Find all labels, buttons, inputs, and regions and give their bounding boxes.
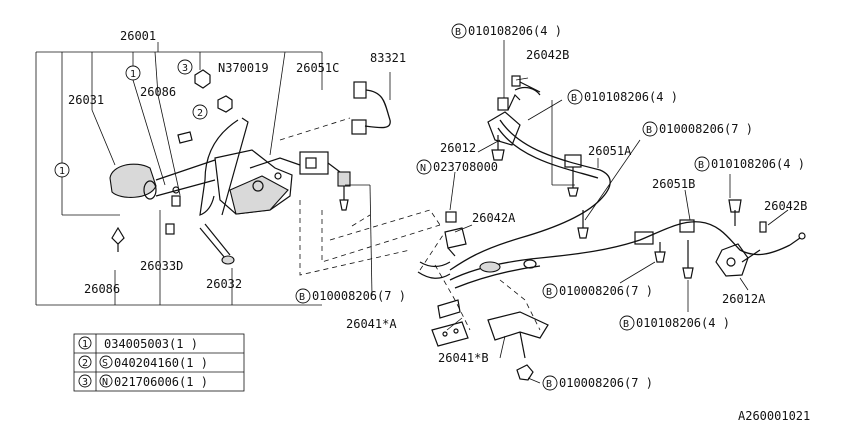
label-26086-top: 26086	[140, 85, 176, 99]
label-26042a: 26042A	[472, 211, 516, 225]
svg-text:N: N	[420, 163, 426, 174]
lever-ratchet-body	[199, 117, 301, 216]
svg-text:010108206(4 ): 010108206(4 )	[711, 157, 805, 171]
svg-text:B: B	[299, 292, 305, 303]
bracket-26041a	[431, 299, 469, 347]
svg-text:B: B	[623, 319, 629, 330]
callout-1-left: 1	[54, 162, 70, 178]
label-26051c: 26051C	[296, 61, 339, 75]
label-83321: 83321	[370, 51, 406, 65]
svg-text:010108206(4 ): 010108206(4 )	[584, 90, 678, 104]
svg-text:034005003(1 ): 034005003(1 )	[104, 337, 198, 351]
leader-lines-right	[345, 77, 789, 384]
switch-connector-26051c	[299, 151, 351, 211]
lever-26012a	[577, 199, 806, 279]
legend-row-3: 3 N 021706006(1 )	[78, 374, 208, 389]
label-b-010108206-4-bottom: B 010108206(4 )	[619, 315, 730, 331]
label-26051a: 26051A	[588, 144, 632, 158]
label-n-023708000: N 023708000	[416, 159, 498, 175]
svg-text:023708000: 023708000	[433, 160, 498, 174]
legend-row-1: 1 034005003(1 )	[78, 336, 198, 351]
label-b-010108206-4-second: B 010108206(4 )	[567, 89, 678, 105]
svg-text:010008206(7 ): 010008206(7 )	[659, 122, 753, 136]
svg-text:010108206(4 ): 010108206(4 )	[468, 24, 562, 38]
label-b-010008206-7-mid: B 010008206(7 )	[295, 288, 406, 304]
svg-text:1: 1	[59, 166, 65, 177]
label-n370019: N370019	[218, 61, 269, 75]
clip-26042b-top	[511, 75, 541, 93]
svg-text:1: 1	[130, 69, 136, 80]
svg-text:B: B	[698, 160, 704, 171]
label-26031: 26031	[68, 93, 104, 107]
label-26041b: 26041*B	[438, 351, 489, 365]
label-26051b: 26051B	[652, 177, 695, 191]
equalizer-26012	[487, 70, 541, 161]
svg-text:B: B	[571, 93, 577, 104]
callout-2: 2	[192, 104, 208, 120]
svg-text:B: B	[455, 27, 461, 38]
svg-text:S: S	[102, 358, 108, 369]
label-b-010108206-4-top: B 010108206(4 )	[451, 23, 562, 70]
svg-text:N: N	[102, 377, 108, 388]
legend-row-2: 2 S 040204160(1 )	[78, 355, 208, 370]
svg-text:010008206(7 ): 010008206(7 )	[312, 289, 406, 303]
clip-26042a	[417, 211, 537, 279]
svg-text:B: B	[646, 125, 652, 136]
lever-handle-26031	[109, 159, 216, 200]
svg-text:021706006(1 ): 021706006(1 )	[114, 375, 208, 389]
svg-text:B: B	[546, 287, 552, 298]
label-b-010008206-7-right: B 010008206(7 )	[542, 283, 653, 299]
svg-text:1: 1	[82, 339, 88, 350]
label-26012a: 26012A	[722, 292, 766, 306]
bracket-26041b	[487, 311, 549, 381]
harness-83321	[351, 72, 391, 135]
label-26042b-right: 26042B	[764, 199, 807, 213]
figure-code: A260001021	[738, 409, 810, 423]
label-26032: 26032	[206, 277, 242, 291]
label-b-010008206-7-bottom: B 010008206(7 )	[542, 375, 653, 391]
svg-text:010008206(7 ): 010008206(7 )	[559, 376, 653, 390]
label-26041a: 26041*A	[346, 317, 397, 331]
label-b-010008206-7-upper: B 010008206(7 )	[642, 121, 753, 137]
small-parts-left	[111, 69, 235, 265]
label-b-010108206-4-right: B 010108206(4 )	[694, 156, 805, 172]
svg-text:3: 3	[82, 377, 88, 388]
cable-26051a	[449, 119, 611, 271]
svg-text:2: 2	[82, 358, 88, 369]
svg-text:3: 3	[182, 63, 188, 74]
legend-table: 1 034005003(1 ) 2 S 040204160(1 ) 3 N 02…	[73, 333, 245, 392]
callout-1-upper: 1	[125, 65, 141, 81]
label-26033d: 26033D	[140, 259, 183, 273]
label-26001: 26001	[120, 29, 156, 43]
assembly-26001-frame	[35, 42, 323, 306]
svg-text:040204160(1 ): 040204160(1 )	[114, 356, 208, 370]
callout-3: 3	[177, 59, 193, 75]
svg-text:010108206(4 ): 010108206(4 )	[636, 316, 730, 330]
label-26042b-top: 26042B	[526, 48, 569, 62]
svg-text:010008206(7 ): 010008206(7 )	[559, 284, 653, 298]
svg-text:B: B	[546, 379, 552, 390]
cable-26051b	[449, 219, 791, 289]
dashed-guides	[279, 117, 541, 331]
label-26012: 26012	[440, 141, 476, 155]
svg-text:2: 2	[197, 108, 203, 119]
label-26086-bottom: 26086	[84, 282, 120, 296]
